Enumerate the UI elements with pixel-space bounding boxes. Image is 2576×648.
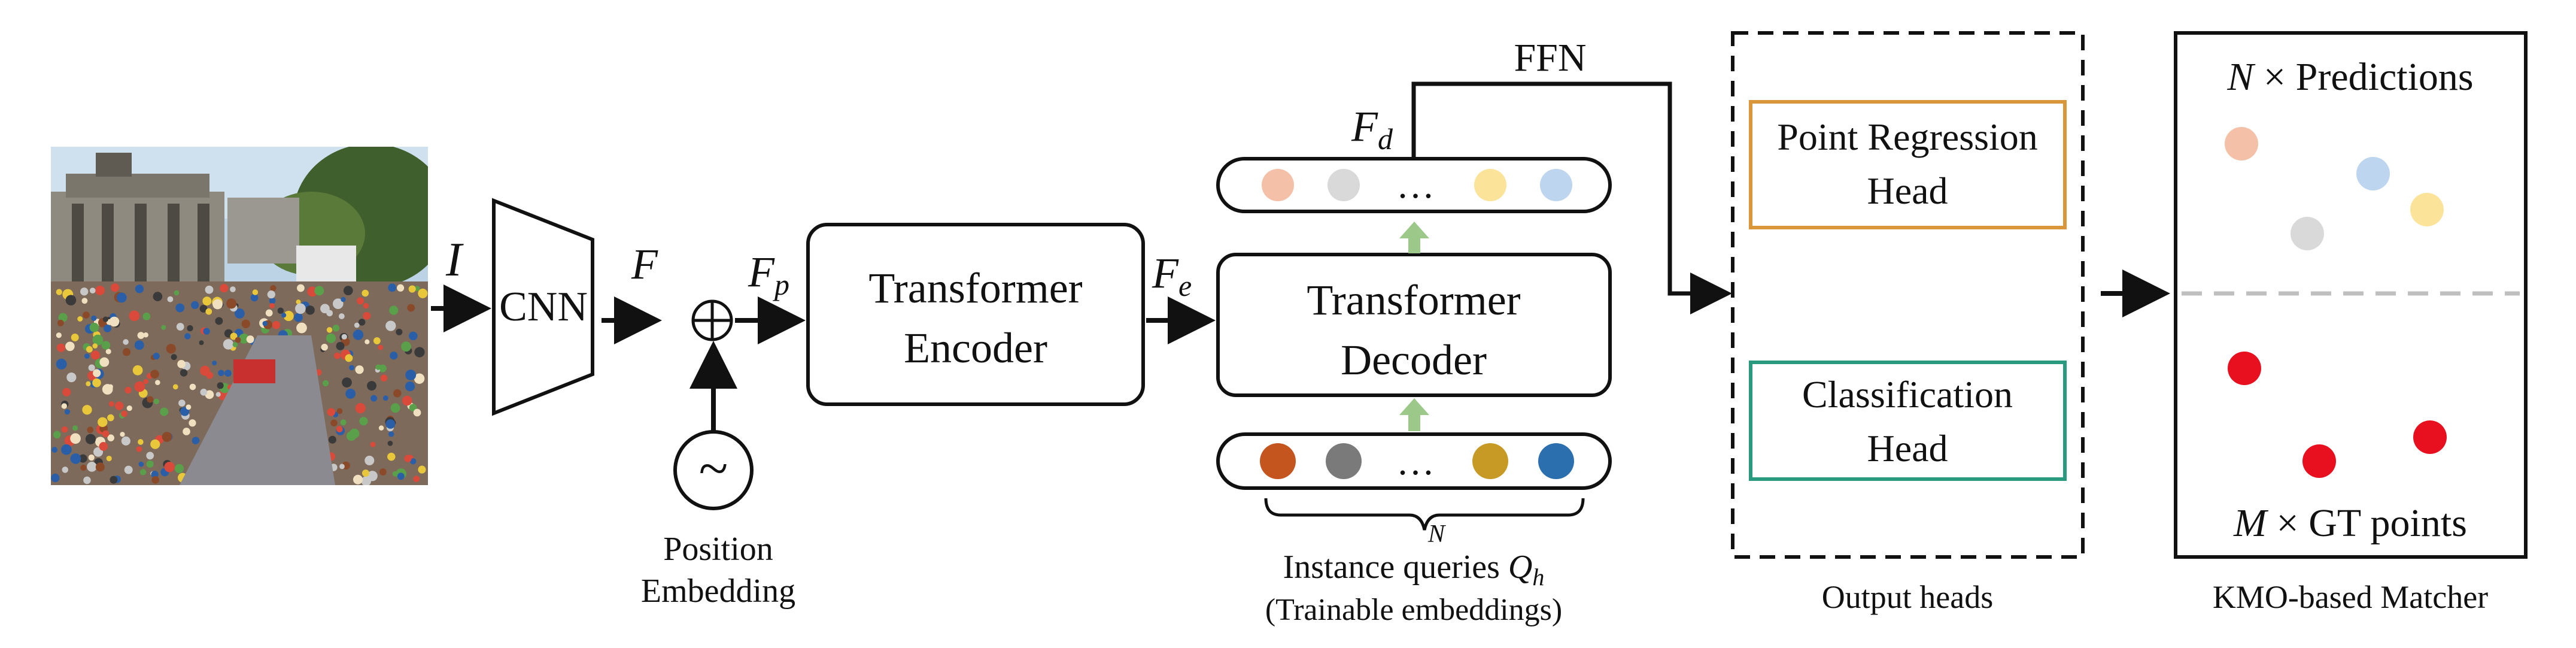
instance-query-dot <box>1260 443 1296 479</box>
ground-truth-point <box>2228 352 2261 385</box>
sinusoid-icon: ~ <box>673 430 754 510</box>
output-embeddings-ellipsis: … <box>1396 163 1435 206</box>
decoder-to-output-up-arrow <box>1399 222 1429 253</box>
queries-to-decoder-up-arrow <box>1399 398 1429 431</box>
position-embedding-label-line1: Position <box>663 531 773 568</box>
classification-head-label-line1: Classification <box>1802 373 2013 416</box>
queries-brace <box>1264 498 1585 531</box>
encoder-label-line1: Transformer <box>868 264 1082 312</box>
transformer-encoder-block <box>806 223 1145 406</box>
instance-queries-label: Instance queries Qh <box>1283 549 1545 591</box>
ground-truth-point <box>2302 444 2336 478</box>
input-variable-label: I <box>445 234 464 286</box>
output-heads-container <box>1731 31 2085 559</box>
output-embedding-dot <box>1474 169 1506 201</box>
queries-count-label: N <box>1427 520 1446 548</box>
output-embedding-dot <box>1328 169 1360 201</box>
point-regression-head <box>1749 100 2067 229</box>
crowd-photo-icon <box>51 147 428 485</box>
fe-variable: Fe <box>1152 249 1192 302</box>
encoder-label-line2: Encoder <box>904 324 1047 372</box>
output-heads-caption: Output heads <box>1822 579 1993 615</box>
ffn-label: FFN <box>1514 36 1586 80</box>
prediction-points <box>2225 127 2444 250</box>
fd-variable: Fd <box>1351 102 1393 156</box>
matcher-bottom-label: M × GT points <box>2233 501 2467 545</box>
output-embedding-dot <box>1262 169 1294 201</box>
instance-queries-sublabel: (Trainable embeddings) <box>1265 593 1562 627</box>
add-operator-icon <box>691 299 733 341</box>
fp-variable: Fp <box>748 248 789 301</box>
prediction-point <box>2291 217 2324 250</box>
instance-queries-ellipsis: … <box>1396 440 1435 483</box>
regression-head-label-line1: Point Regression <box>1777 116 2038 158</box>
decoder-label-line2: Decoder <box>1341 336 1487 384</box>
cnn-label: CNN <box>499 284 588 330</box>
ground-truth-points <box>2228 352 2447 478</box>
prediction-point <box>2410 193 2444 226</box>
prediction-point <box>2225 127 2258 161</box>
matcher-caption: KMO-based Matcher <box>2213 579 2488 615</box>
instance-query-dots <box>1260 443 1574 479</box>
classification-head-label-line2: Head <box>1867 427 1948 470</box>
svg-text:~: ~ <box>699 439 728 498</box>
cnn-output-variable: F <box>631 240 658 288</box>
matcher-top-label: N × Predictions <box>2226 55 2473 99</box>
regression-head-label-line2: Head <box>1867 169 1948 212</box>
position-embedding-label-line2: Embedding <box>641 573 795 610</box>
output-embedding-dots <box>1262 169 1572 201</box>
instance-query-dot <box>1326 443 1362 479</box>
prediction-point <box>2356 157 2390 190</box>
transformer-decoder-block <box>1216 253 1612 397</box>
output-embedding-dot <box>1540 169 1572 201</box>
cnn-block <box>492 198 594 416</box>
instance-queries-pill <box>1216 432 1612 490</box>
decoder-label-line1: Transformer <box>1307 276 1520 324</box>
classification-head <box>1749 361 2067 481</box>
ffn-connection-line <box>1411 81 1732 314</box>
instance-query-dot <box>1472 443 1508 479</box>
instance-query-dot <box>1538 443 1574 479</box>
matcher-box <box>2174 31 2528 559</box>
ground-truth-point <box>2413 420 2447 454</box>
